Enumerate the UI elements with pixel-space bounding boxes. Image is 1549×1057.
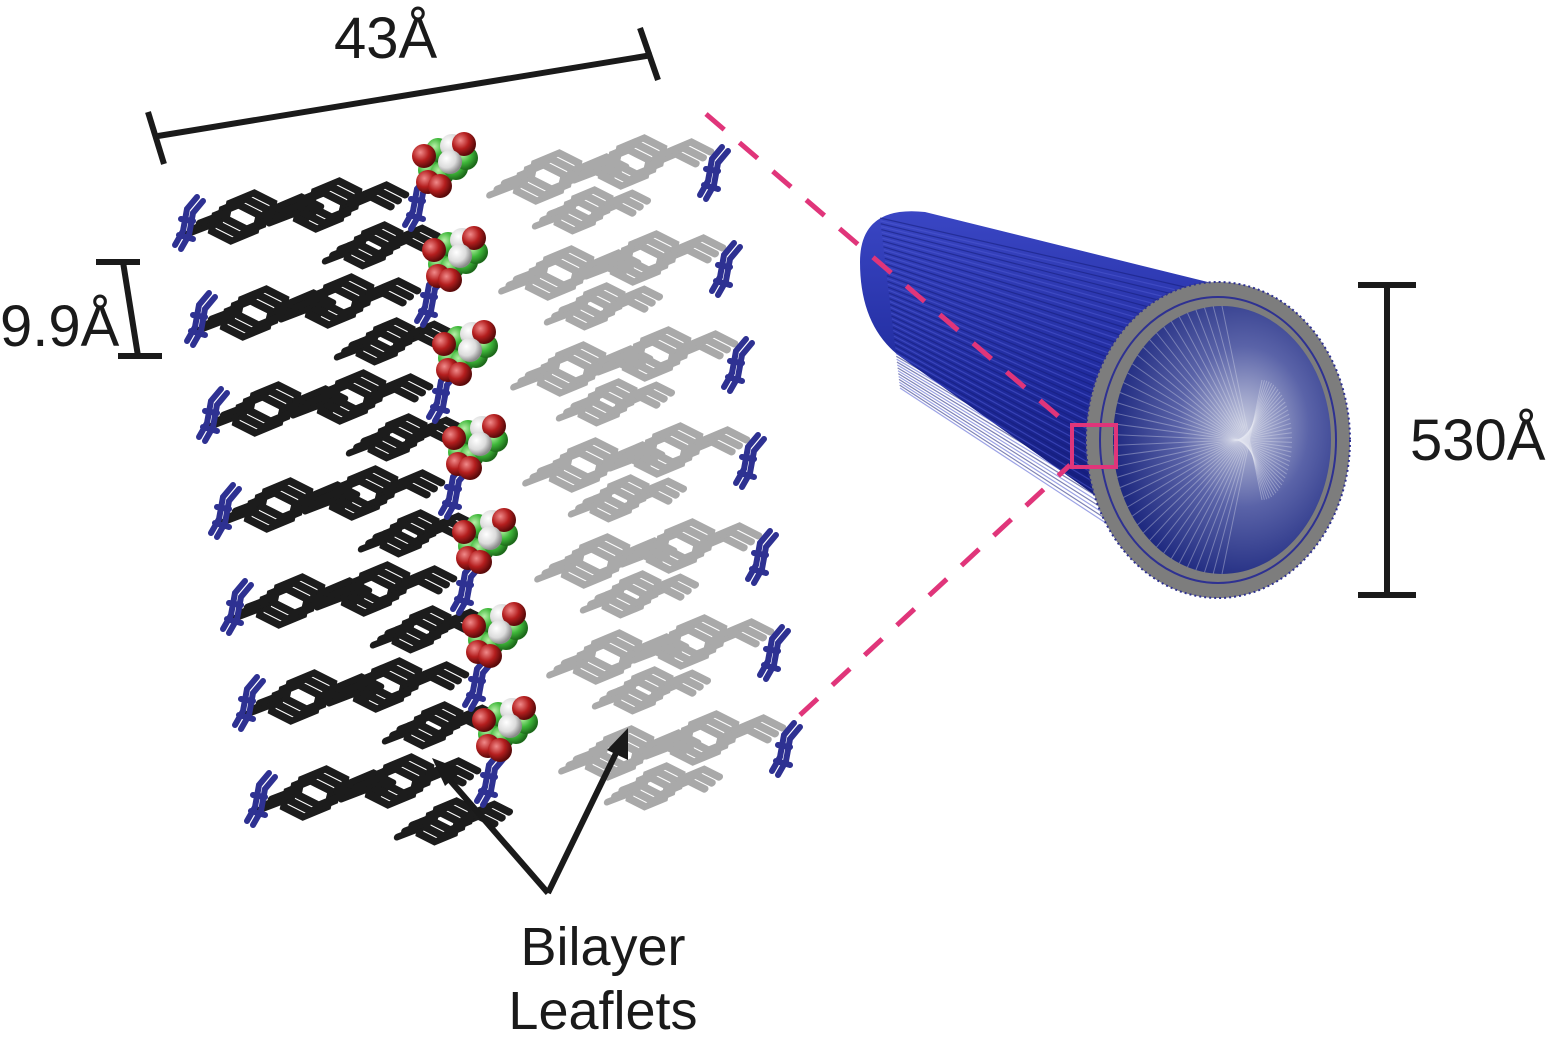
tube-wall-line (1099, 296, 1337, 584)
light-molecule-2-c (555, 378, 676, 427)
head-right-5 (757, 624, 791, 682)
bilayer-lattice (172, 134, 803, 846)
head-left-0 (172, 194, 206, 252)
light-molecule-5-c (591, 666, 712, 715)
light-molecule-4-c (579, 570, 700, 619)
head-right-0 (697, 144, 731, 202)
diameter-dimension-bar (1358, 282, 1416, 598)
zoom-box (1070, 423, 1118, 469)
tube-diameter-label: 530Å (1410, 408, 1546, 473)
light-molecule-3-b (607, 422, 751, 478)
width-dimension-bar (145, 27, 661, 165)
light-molecule-0-c (531, 186, 652, 235)
dark-molecule-4-b (314, 561, 458, 617)
light-molecule-6-b (643, 710, 787, 766)
solvent-cluster-2 (432, 320, 498, 386)
dark-molecule-0-c (321, 221, 442, 270)
dark-molecule-2-b (290, 369, 434, 425)
light-molecule-6-c (603, 762, 724, 811)
solvent-molecules (412, 132, 538, 762)
dark-molecule-6-c (393, 797, 514, 846)
solvent-cluster-5 (462, 602, 528, 668)
head-right-4 (745, 528, 779, 586)
dark-molecule-5-b (326, 657, 470, 713)
light-molecule-2-b (595, 326, 739, 382)
light-molecule-3-c (567, 474, 688, 523)
head-right-1 (709, 240, 743, 298)
solvent-cluster-4 (452, 508, 518, 574)
light-molecule-4-b (619, 518, 763, 574)
head-left-5 (232, 674, 266, 732)
solvent-cluster-6 (472, 696, 538, 762)
head-left-1 (184, 290, 218, 348)
light-molecule-5-b (631, 614, 775, 670)
spacing-dimension-label: 9.9Å (0, 294, 120, 359)
light-molecule-0-b (571, 134, 715, 190)
solvent-cluster-0 (412, 132, 478, 198)
head-left-2 (196, 386, 230, 444)
arrowhead-right (607, 728, 628, 760)
nanotube (860, 211, 1351, 599)
tube-inner-striations (1113, 305, 1292, 575)
light-molecule-1-b (583, 230, 727, 286)
head-left-3 (208, 482, 242, 540)
arrowhead-left (432, 758, 463, 786)
light-molecule-1-c (543, 282, 664, 331)
tube-lumen (1113, 306, 1331, 574)
head-left-4 (220, 578, 254, 636)
dark-molecule-0-b (266, 177, 410, 233)
zoom-indicator (704, 112, 1118, 717)
dark-molecule-3-b (302, 465, 446, 521)
leaflet-arrows (432, 728, 628, 895)
spacing-dimension-bar (96, 259, 162, 359)
head-right-3 (733, 432, 767, 490)
bilayer-label-line2: Leaflets (508, 981, 698, 1041)
head-left-6 (244, 770, 278, 828)
dark-molecule-0-a (181, 189, 325, 245)
dark-molecule-1-b (278, 273, 422, 329)
solvent-cluster-3 (442, 414, 508, 480)
dark-molecule-2-c (345, 413, 466, 462)
bilayer-leaflets-label: Bilayer Leaflets (497, 915, 709, 1043)
width-dimension-label: 43Å (334, 6, 438, 71)
bilayer-label-line1: Bilayer (520, 917, 686, 977)
solvent-cluster-1 (422, 226, 488, 292)
head-right-6 (769, 720, 803, 778)
head-right-2 (721, 336, 755, 394)
dark-molecule-4-a (229, 573, 373, 629)
